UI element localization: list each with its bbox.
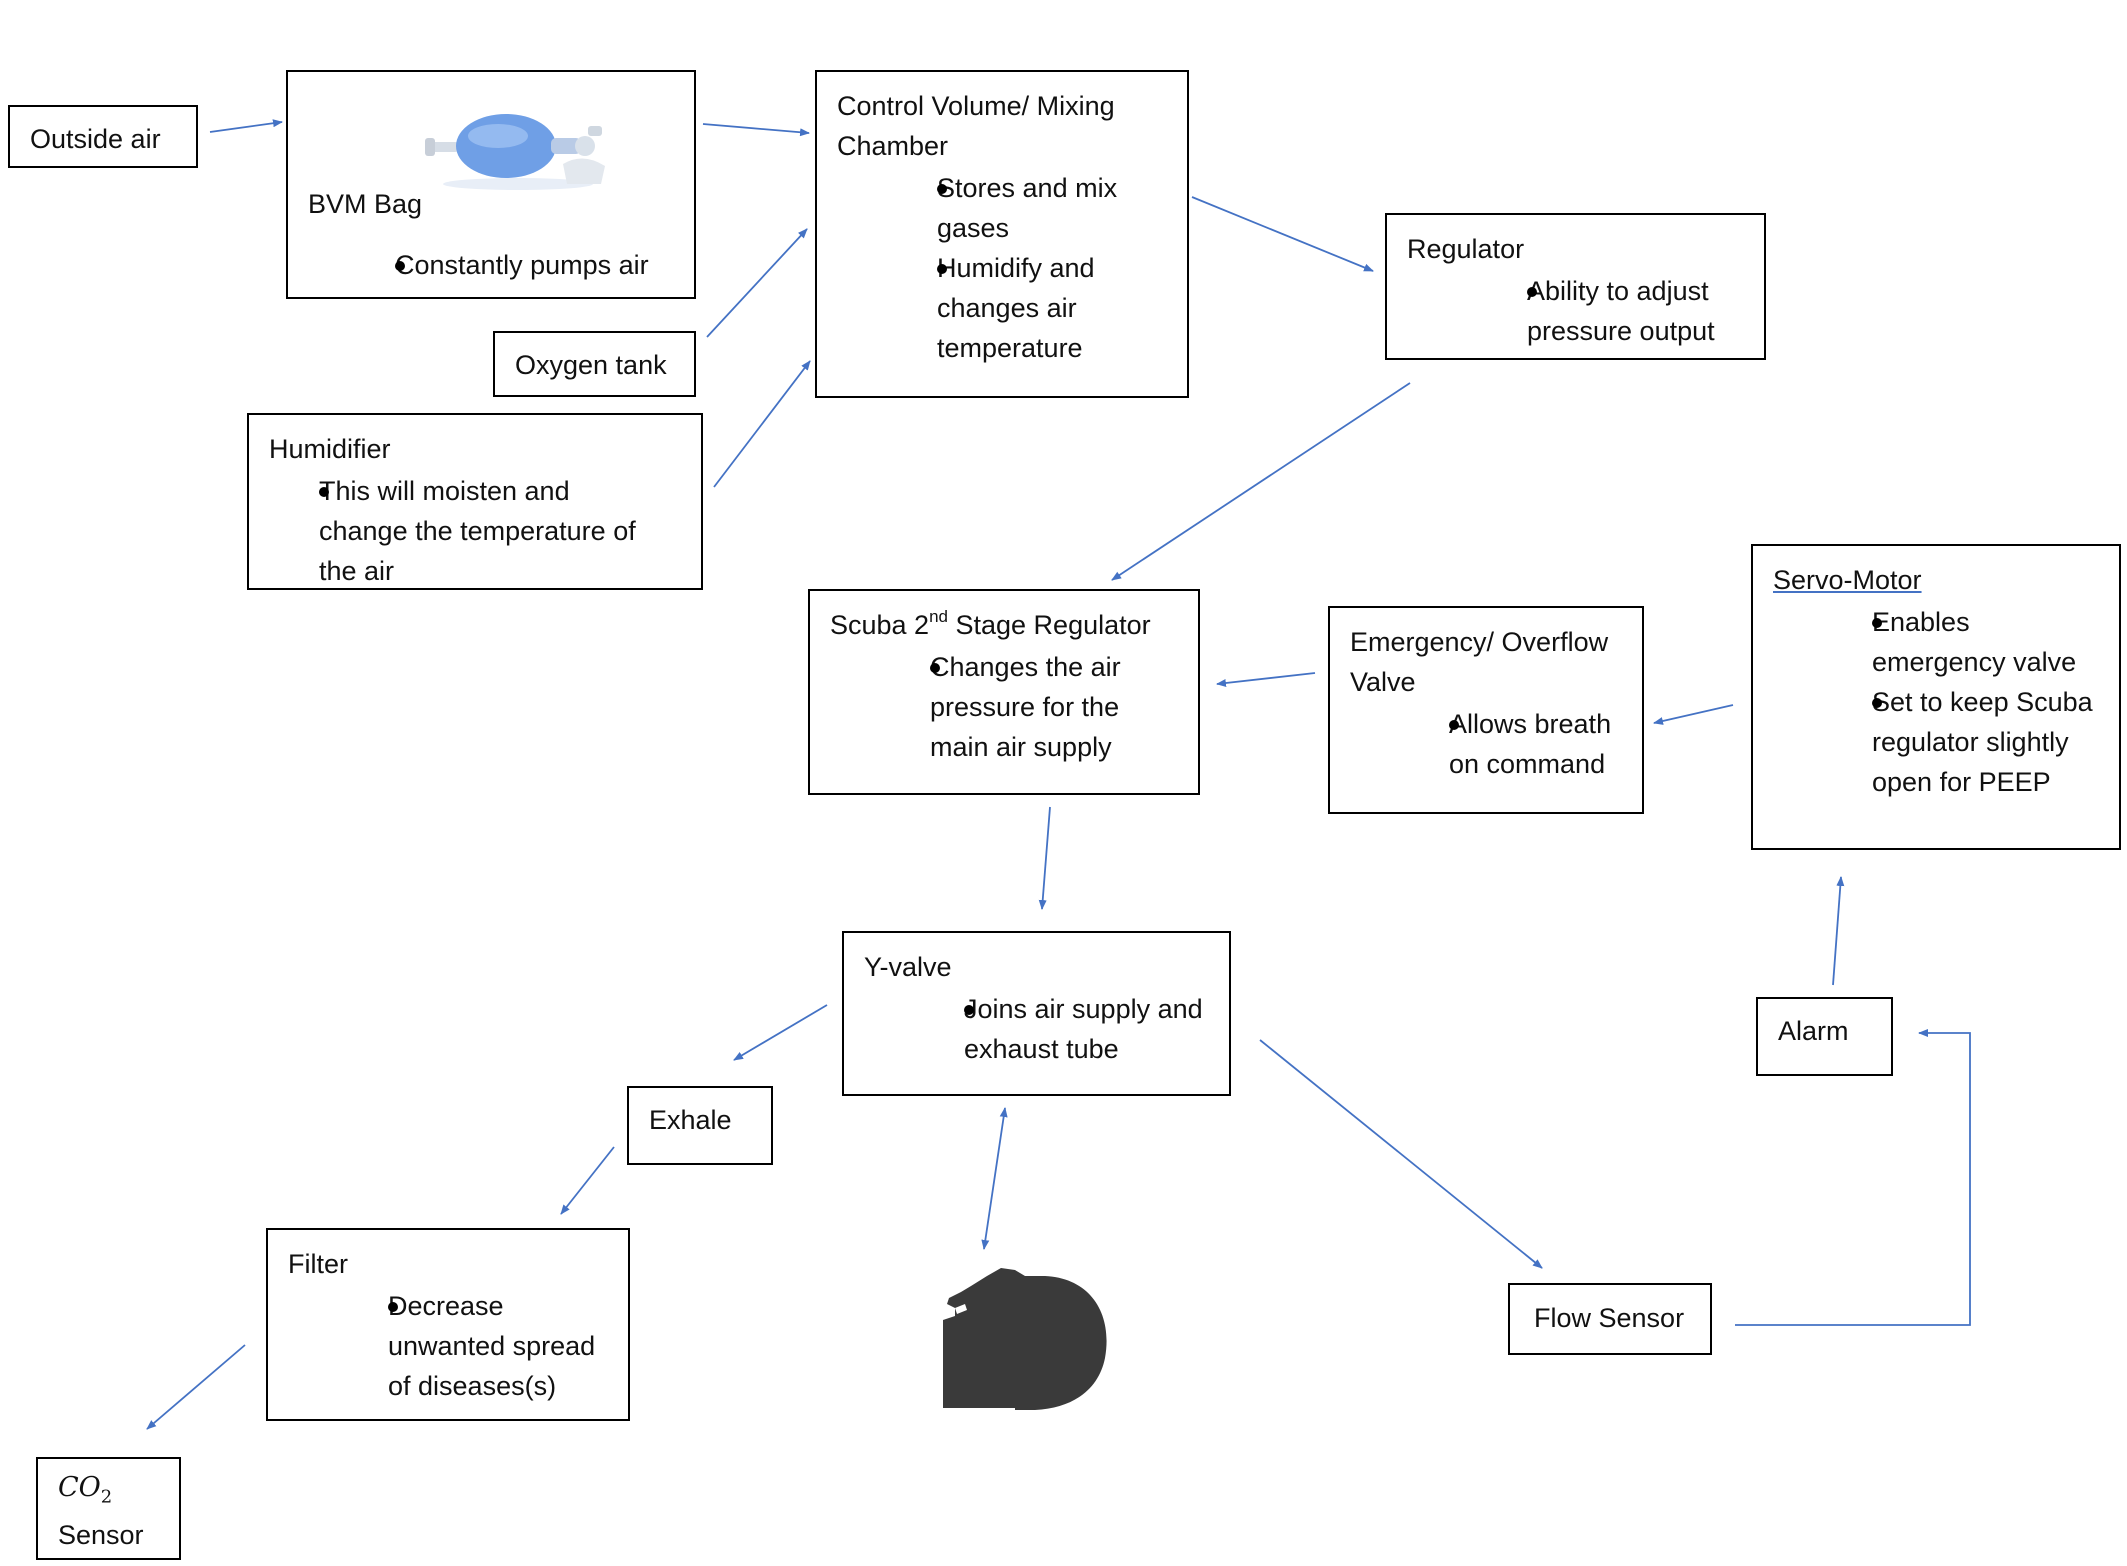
arrow-oxygen-tank-to-control-volume <box>706 228 808 338</box>
outside-air-box: Outside air <box>8 105 198 168</box>
arrow-humidifier-to-control-volume <box>713 360 811 488</box>
outside-air-label: Outside air <box>30 124 161 154</box>
servo-motor-box: Servo-Motor Enables emergency valve Set … <box>1751 544 2121 850</box>
bvm-bag-label: BVM Bag <box>308 189 423 219</box>
bvm-bag-picture <box>425 114 605 190</box>
oxygen-tank-label: Oxygen tank <box>515 350 667 380</box>
arrow-exhale-to-filter <box>560 1146 615 1215</box>
co2-sensor-box: CO2 Sensor <box>36 1457 181 1560</box>
servo-motor-bullet-2: Set to keep Scuba regulator slightly ope… <box>1872 682 2102 802</box>
flow-sensor-box: Flow Sensor <box>1508 1283 1712 1355</box>
arrow-y-valve-to-patient <box>981 1107 1008 1250</box>
scuba-regulator-bullet-1: Changes the air pressure for the main ai… <box>930 647 1160 767</box>
servo-motor-label: Servo-Motor <box>1773 565 1922 595</box>
co2-formula: CO2 <box>58 1472 113 1508</box>
humidifier-bullet-1: This will moisten and change the tempera… <box>274 471 649 591</box>
emergency-valve-box: Emergency/ Overflow Valve Allows breath … <box>1328 606 1644 814</box>
humidifier-box: Humidifier This will moisten and change … <box>247 413 703 590</box>
arrow-servo-motor-to-emergency-valve <box>1653 704 1734 725</box>
filter-box: Filter Decrease unwanted spread of disea… <box>266 1228 630 1421</box>
regulator-label: Regulator <box>1407 234 1525 264</box>
arrow-emergency-valve-to-scuba-regulator <box>1216 672 1316 687</box>
arrow-control-volume-to-regulator <box>1191 196 1374 272</box>
filter-label: Filter <box>288 1249 348 1279</box>
humidifier-label: Humidifier <box>269 434 391 464</box>
co2-sensor-label: Sensor <box>58 1520 144 1551</box>
alarm-label: Alarm <box>1778 1016 1849 1046</box>
bvm-bag-box: BVM Bag Constantly pumps air <box>286 70 696 299</box>
scuba-regulator-box: Scuba 2nd Stage Regulator Changes the ai… <box>808 589 1200 795</box>
arrow-flow-sensor-to-alarm <box>1735 1029 1971 1326</box>
emergency-valve-label: Emergency/ Overflow Valve <box>1350 627 1609 697</box>
y-valve-box: Y-valve Joins air supply and exhaust tub… <box>842 931 1231 1096</box>
arrow-bvm-bag-to-control-volume <box>702 123 810 137</box>
filter-bullet-1: Decrease unwanted spread of diseases(s) <box>388 1286 618 1406</box>
exhale-label: Exhale <box>649 1105 732 1135</box>
patient-head-icon <box>943 1268 1107 1410</box>
arrow-y-valve-to-flow-sensor <box>1259 1039 1543 1269</box>
control-volume-label: Control Volume/ Mixing Chamber <box>837 91 1115 161</box>
control-volume-box: Control Volume/ Mixing Chamber Stores an… <box>815 70 1189 398</box>
regulator-bullet-1: Ability to adjust pressure output <box>1527 271 1757 351</box>
servo-motor-bullet-1: Enables emergency valve <box>1872 602 2102 682</box>
control-volume-bullet-2: Humidify and changes air temperature <box>937 248 1167 368</box>
exhale-box: Exhale <box>627 1086 773 1165</box>
arrow-filter-to-co2-sensor <box>146 1344 246 1430</box>
arrow-regulator-to-scuba-regulator <box>1111 382 1411 581</box>
oxygen-tank-box: Oxygen tank <box>493 331 696 397</box>
y-valve-bullet-1: Joins air supply and exhaust tube <box>964 989 1224 1069</box>
scuba-regulator-label: Scuba 2nd Stage Regulator <box>830 607 1151 640</box>
alarm-box: Alarm <box>1756 997 1893 1076</box>
flow-sensor-label: Flow Sensor <box>1534 1303 1685 1333</box>
arrow-alarm-to-servo-motor <box>1832 876 1845 986</box>
arrow-scuba-regulator-to-y-valve <box>1038 806 1051 910</box>
emergency-valve-bullet-1: Allows breath on command <box>1449 704 1639 784</box>
arrow-outside-air-to-bvm-bag <box>209 119 283 133</box>
arrow-y-valve-to-exhale <box>733 1004 828 1061</box>
regulator-box: Regulator Ability to adjust pressure out… <box>1385 213 1766 360</box>
bvm-bag-bullet-1: Constantly pumps air <box>357 245 687 285</box>
control-volume-bullet-1: Stores and mix gases <box>937 168 1167 248</box>
y-valve-label: Y-valve <box>864 952 952 982</box>
